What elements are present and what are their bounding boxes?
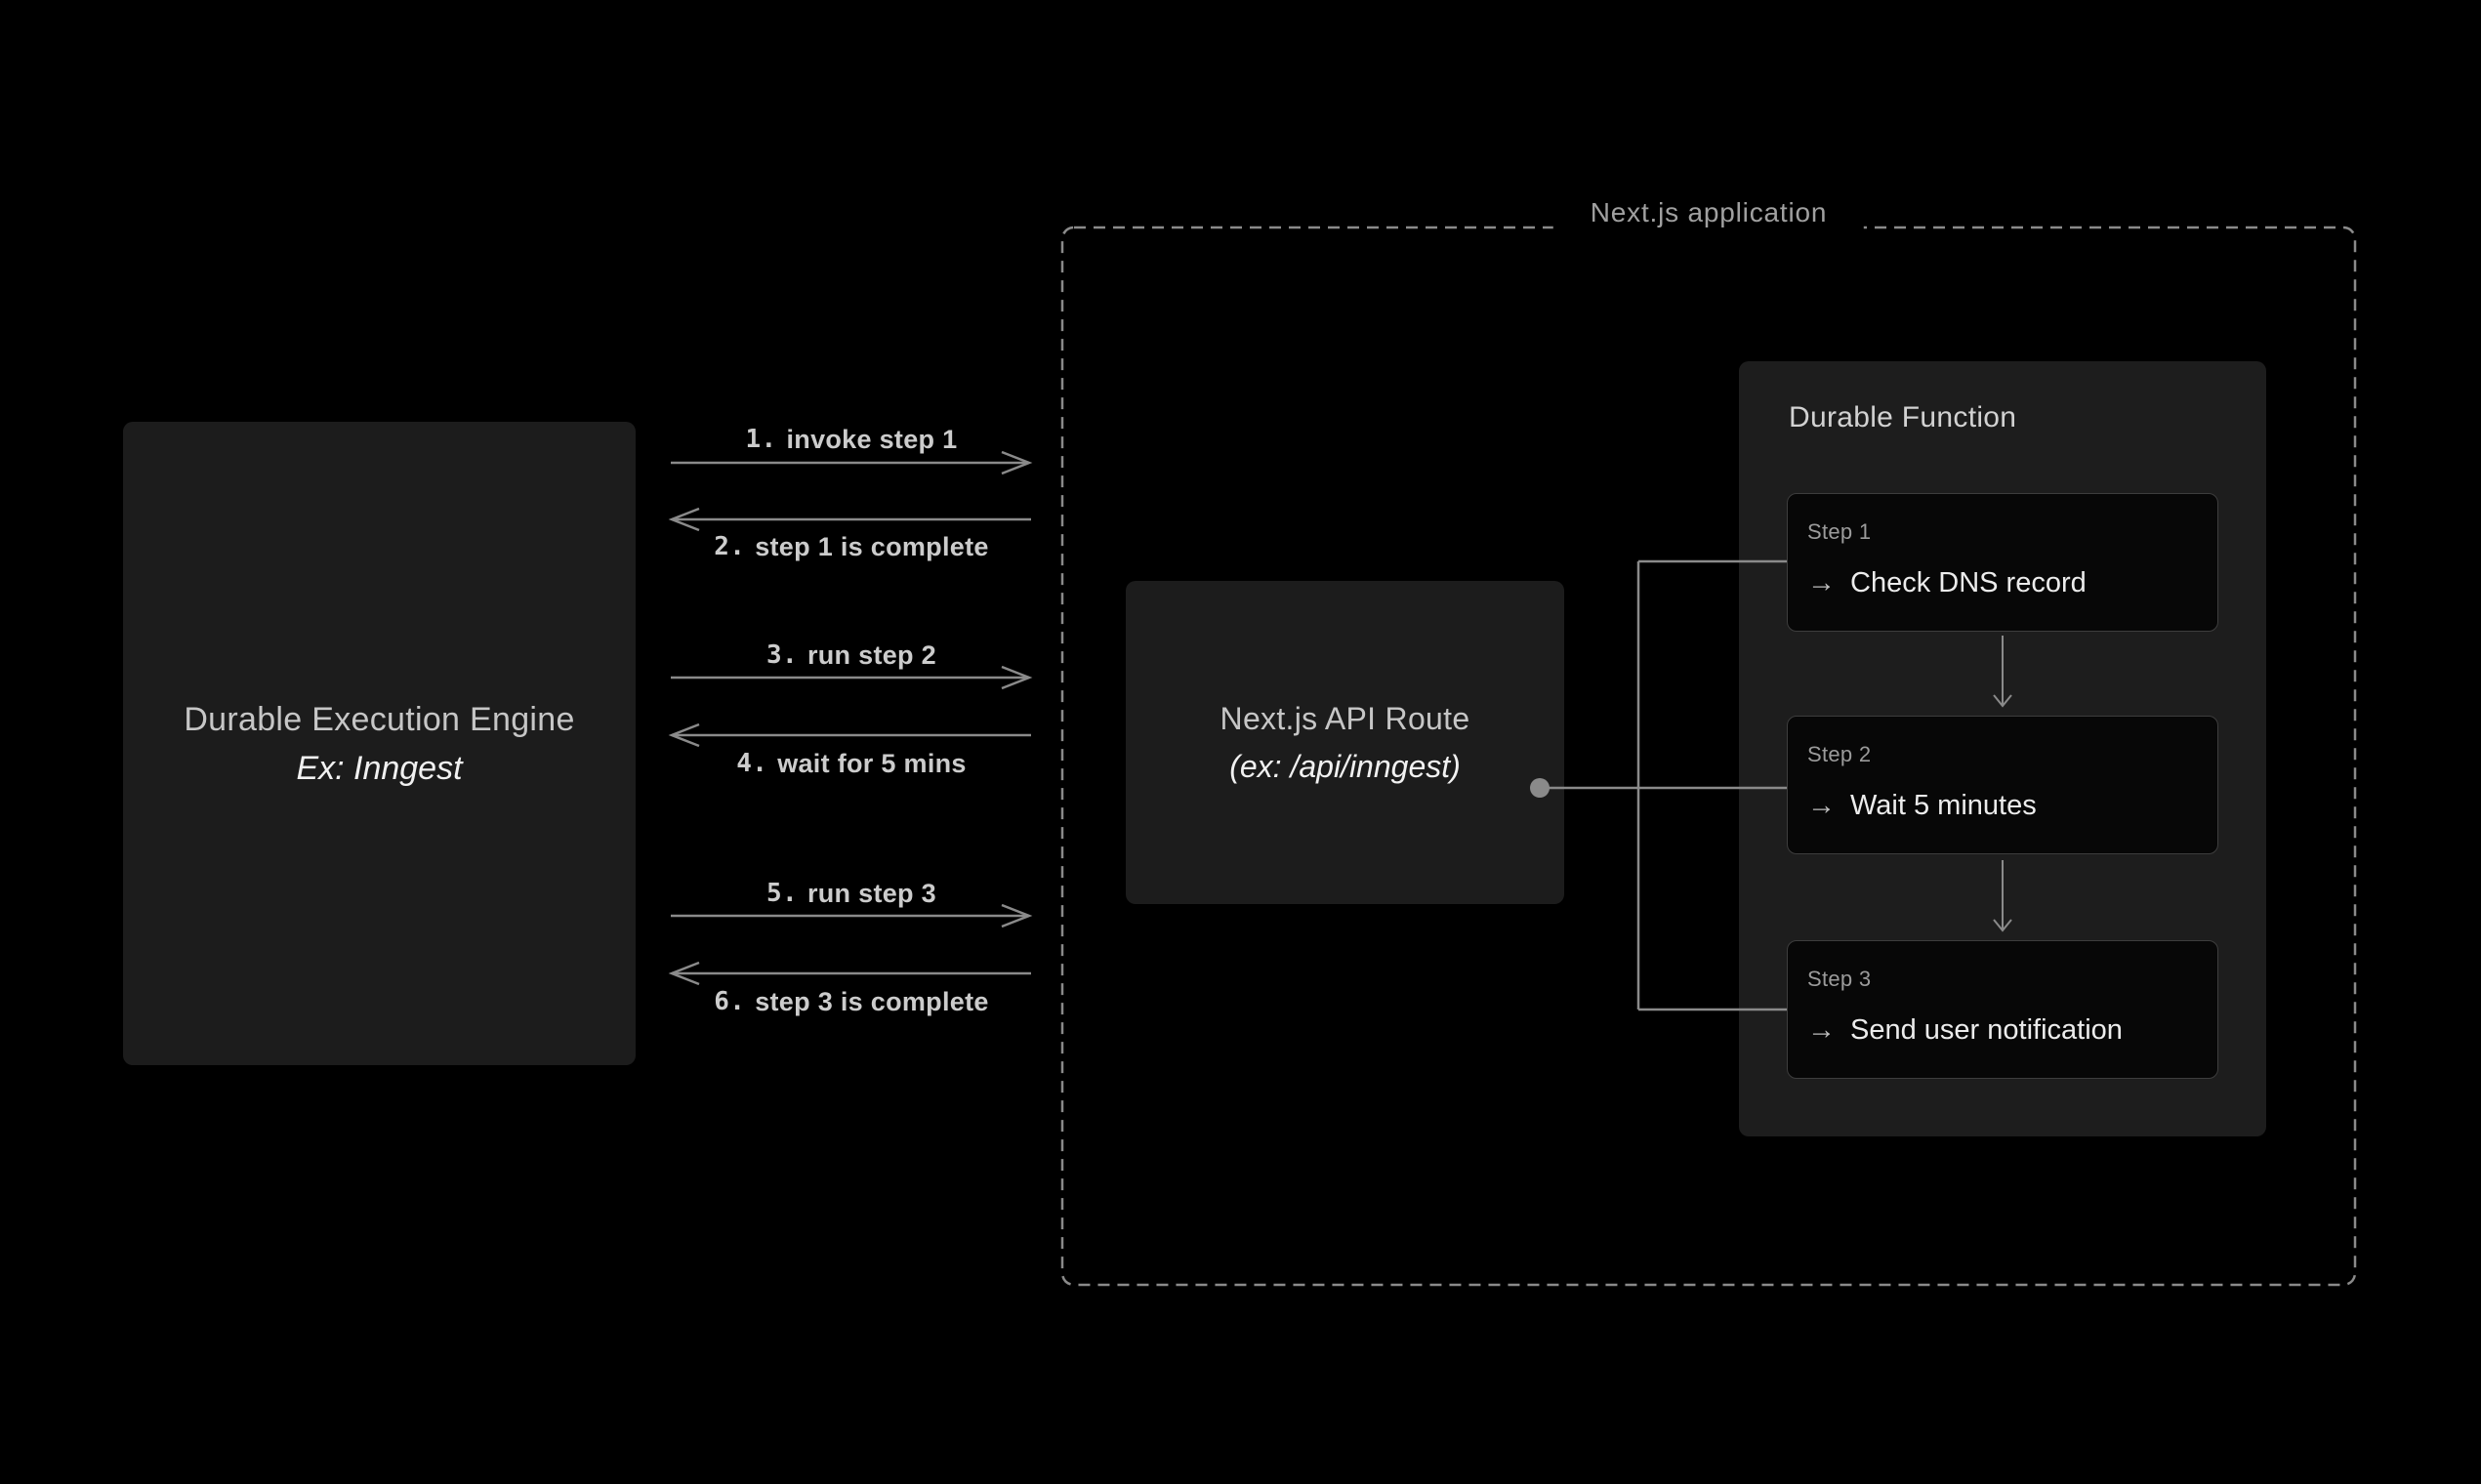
message-number: 6. (714, 987, 746, 1016)
step-label: Step 2 (1807, 742, 1872, 766)
message-arrow-6 (668, 961, 1031, 986)
message-label-1: 1. invoke step 1 (671, 422, 1032, 457)
message-number: 5. (766, 879, 798, 908)
nextjs-api-route-box: Next.js API Route (ex: /api/inngest) (1126, 581, 1564, 904)
message-text: invoke step 1 (786, 424, 958, 454)
message-label-6: 6. step 3 is complete (671, 984, 1032, 1019)
durable-execution-engine-box: Durable Execution Engine Ex: Inngest (123, 422, 636, 1065)
message-text: wait for 5 mins (777, 748, 967, 778)
message-text: run step 3 (806, 878, 936, 908)
right-arrow-icon: → (1807, 567, 1836, 598)
step-action-text: Wait 5 minutes (1850, 790, 2037, 821)
message-text: step 3 is complete (755, 986, 989, 1016)
message-number: 3. (766, 640, 798, 670)
message-number: 1. (745, 425, 777, 454)
step-card-2: Step 2 → Wait 5 minutes (1787, 716, 2218, 854)
message-label-5: 5. run step 3 (671, 876, 1032, 911)
message-arrow-2 (668, 507, 1031, 532)
message-label-3: 3. run step 2 (671, 638, 1032, 673)
step-card-3: Step 3 → Send user notification (1787, 940, 2218, 1079)
message-text: run step 2 (806, 639, 936, 670)
engine-box-title: Durable Execution Engine (184, 700, 575, 738)
message-number: 4. (736, 749, 768, 778)
message-arrow-4 (668, 722, 1031, 748)
step-card-1: Step 1 → Check DNS record (1787, 493, 2218, 632)
engine-box-subtitle: Ex: Inngest (296, 749, 463, 787)
step-action-text: Check DNS record (1850, 567, 2087, 598)
durable-function-title: Durable Function (1789, 401, 2017, 433)
nextjs-application-label: Next.js application (1552, 193, 1865, 232)
step-action-text: Send user notification (1850, 1014, 2123, 1046)
message-label-2: 2. step 1 is complete (671, 529, 1032, 564)
message-number: 2. (714, 532, 746, 561)
right-arrow-icon: → (1807, 1014, 1836, 1046)
message-text: step 1 is complete (755, 531, 989, 561)
right-arrow-icon: → (1807, 790, 1836, 821)
message-label-4: 4. wait for 5 mins (671, 746, 1032, 781)
api-route-subtitle: (ex: /api/inngest) (1229, 748, 1461, 784)
api-route-title: Next.js API Route (1220, 700, 1470, 736)
step-label: Step 1 (1807, 519, 1872, 544)
step-label: Step 3 (1807, 967, 1872, 991)
